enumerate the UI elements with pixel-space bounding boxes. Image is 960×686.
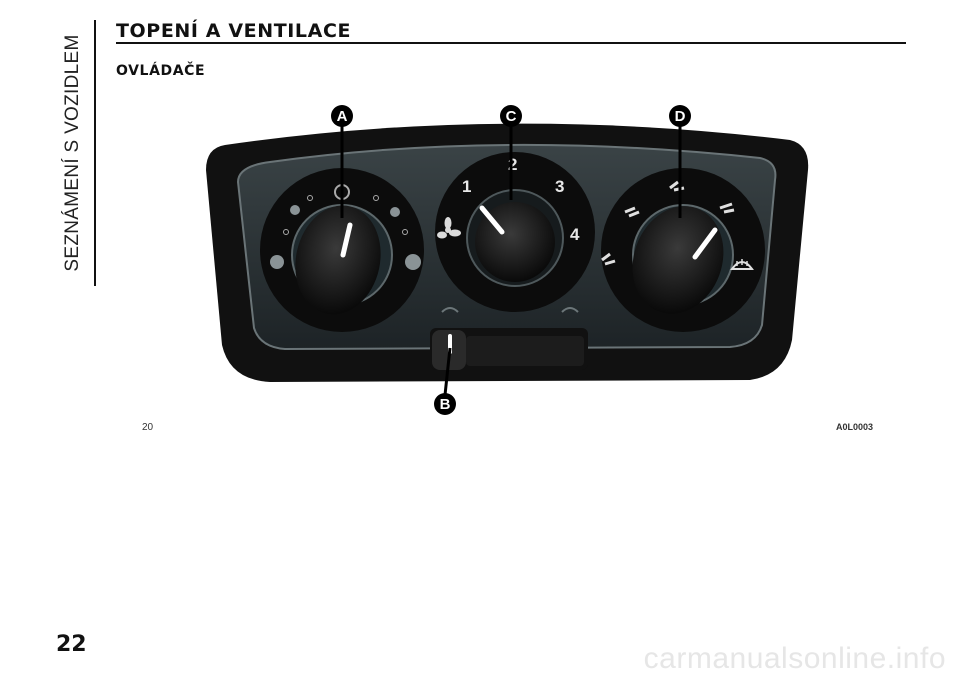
knob-c-fan: 1 2 3 4 bbox=[435, 152, 595, 312]
recirc-off-icon bbox=[441, 307, 459, 313]
callout-b-line bbox=[443, 347, 452, 396]
recirc-on-icon bbox=[561, 307, 579, 313]
fan-icon bbox=[437, 217, 461, 239]
callout-b-label: B bbox=[440, 396, 451, 413]
fan-speed-2: 2 bbox=[508, 155, 517, 174]
fan-speed-3: 3 bbox=[555, 177, 564, 196]
slider-b-recirculation bbox=[430, 307, 588, 370]
feet-vent-icon bbox=[601, 252, 616, 266]
page-title: TOPENÍ A VENTILACE bbox=[116, 20, 352, 42]
figure-number: 20 bbox=[142, 422, 154, 433]
callout-a: A bbox=[331, 105, 353, 127]
defrost-icon bbox=[730, 259, 754, 270]
callout-d-label: D bbox=[675, 108, 686, 125]
figure-code: A0L0003 bbox=[836, 422, 874, 432]
callout-c: C bbox=[500, 105, 522, 127]
title-underline bbox=[116, 42, 906, 44]
fan-speed-1: 1 bbox=[462, 177, 471, 196]
climate-control-figure: 1 2 3 4 bbox=[130, 100, 880, 430]
callout-d: D bbox=[669, 105, 691, 127]
section-side-label: SEZNÁMENÍ S VOZIDLEM bbox=[48, 20, 98, 286]
face-feet-vent-icon bbox=[624, 206, 640, 218]
watermark: carmanualsonline.info bbox=[643, 642, 946, 675]
page-number: 22 bbox=[56, 632, 87, 657]
section-label-text: SEZNÁMENÍ S VOZIDLEM bbox=[62, 34, 83, 272]
side-divider bbox=[94, 20, 96, 286]
callout-b: B bbox=[434, 393, 456, 415]
windscreen-feet-icon bbox=[719, 202, 735, 214]
knob-a-temperature bbox=[260, 168, 424, 332]
callout-a-label: A bbox=[337, 108, 348, 125]
page-subtitle: OVLÁDAČE bbox=[116, 63, 206, 79]
knob-d-distribution bbox=[601, 168, 765, 332]
fan-speed-4: 4 bbox=[570, 225, 580, 244]
callout-c-label: C bbox=[506, 108, 517, 125]
climate-panel-illustration: 1 2 3 4 bbox=[206, 105, 809, 415]
